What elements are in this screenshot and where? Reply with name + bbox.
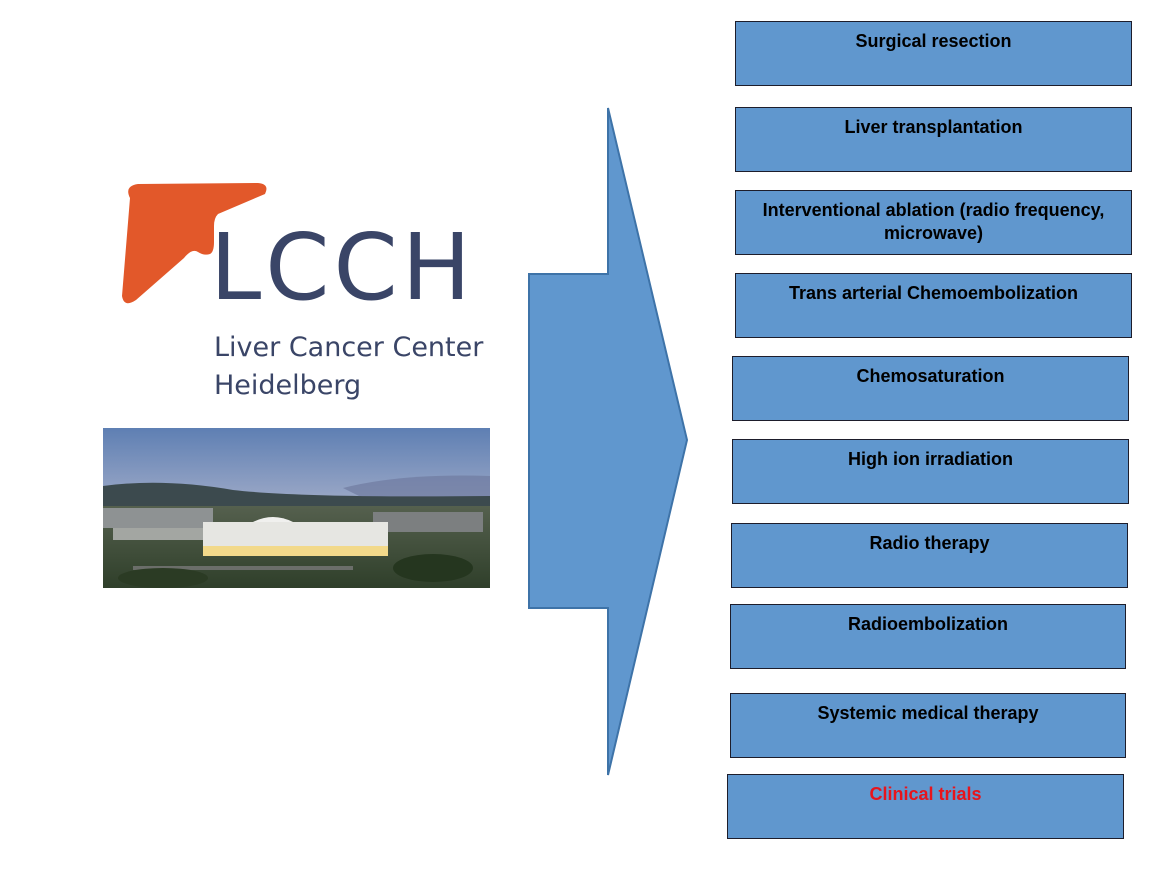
logo-name-line1: Liver Cancer Center (214, 332, 484, 363)
treatment-surgical-resection: Surgical resection (735, 21, 1132, 86)
treatment-interventional-ablation: Interventional ablation (radio frequency… (735, 190, 1132, 255)
treatment-radio-therapy: Radio therapy (731, 523, 1128, 588)
treatment-clinical-trials: Clinical trials (727, 774, 1124, 839)
treatment-high-ion-irradiation: High ion irradiation (732, 439, 1129, 504)
logo-name-line2: Heidelberg (214, 370, 362, 401)
treatment-systemic-medical-therapy: Systemic medical therapy (730, 693, 1126, 758)
liver-icon (122, 183, 267, 304)
hospital-campus-photo (103, 428, 490, 588)
treatment-chemosaturation: Chemosaturation (732, 356, 1129, 421)
lcch-logo: LCCH Liver Cancer Center Heidelberg (118, 178, 498, 408)
treatment-radioembolization: Radioembolization (730, 604, 1126, 669)
treatment-trans-arterial-chemoembolization: Trans arterial Chemoembolization (735, 273, 1132, 338)
pointing-arrow (528, 107, 689, 776)
treatment-liver-transplantation: Liver transplantation (735, 107, 1132, 172)
logo-acronym: LCCH (210, 214, 475, 321)
